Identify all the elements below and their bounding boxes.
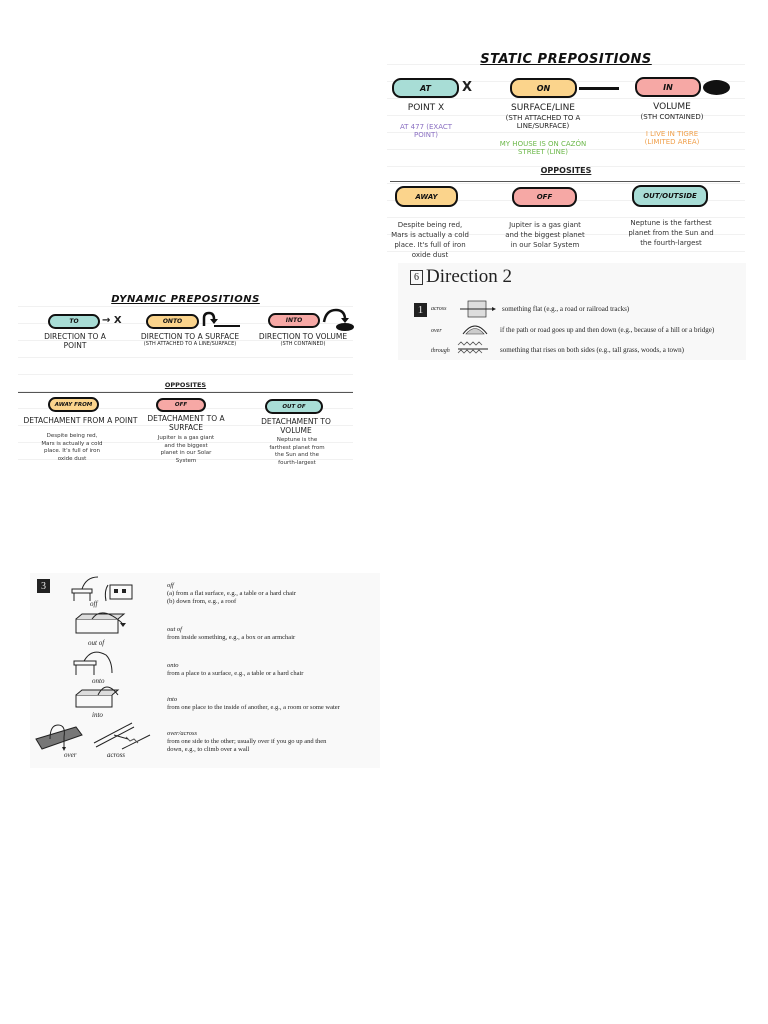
entry-onto: onto from a place to a surface, e.g., a … <box>167 662 303 678</box>
section3-panel: 3 off out of onto into over across off (… <box>30 573 380 768</box>
word-over: over <box>431 328 442 334</box>
pill-away: AWAY <box>395 186 458 207</box>
pill-into: INTO <box>268 313 320 328</box>
x-symbol: X <box>462 80 473 95</box>
pill-off-dynamic: OFF <box>156 398 206 412</box>
through-icon <box>457 341 488 354</box>
divider <box>18 392 353 393</box>
desc-over: if the path or road goes up and then dow… <box>500 326 715 334</box>
entry-onto-line: from a place to a surface, e.g., a table… <box>167 670 304 677</box>
entry-over-across-heading: over/across <box>167 730 198 737</box>
label-direction-surface: DIRECTION TO A SURFACE <box>140 332 240 341</box>
pill-at: AT <box>392 78 459 98</box>
off-illustration <box>71 576 133 602</box>
arrow-x-symbol: → X <box>102 315 122 326</box>
over-illustration <box>35 724 83 751</box>
pill-onto: ONTO <box>146 314 199 329</box>
across-illustration <box>93 722 151 750</box>
away-from-example: Despite being red, Mars is actually a co… <box>41 433 103 462</box>
entry-out-of: out of from inside something, e.g., a bo… <box>167 626 295 642</box>
opposites-title: OPPOSITES <box>164 381 207 389</box>
off-example: Jupiter is a gas giant and the biggest p… <box>505 221 585 249</box>
pill-to: TO <box>48 314 100 329</box>
picture-label-across: across <box>107 751 126 759</box>
opposites-title: OPPOSITES <box>540 166 592 175</box>
into-illustration <box>75 686 120 708</box>
entry-into-heading: into <box>167 696 178 703</box>
entry-into-line: from one place to the inside of another,… <box>167 704 340 711</box>
entry-onto-heading: onto <box>167 662 179 669</box>
entry-off-line-b: (b) down from, e.g., a roof <box>167 598 237 605</box>
example-on: MY HOUSE IS ON CAZÓN STREET (LINE) <box>499 140 587 156</box>
line-symbol <box>579 87 619 90</box>
section3-number: 3 <box>37 579 50 593</box>
sub-direction-volume: (STH CONTAINED) <box>280 341 326 347</box>
picture-label-onto: onto <box>92 677 105 685</box>
label-surface-line: SURFACE/LINE <box>511 103 575 113</box>
picture-label-into: into <box>92 711 103 719</box>
desc-across: something flat (e.g., a road or railroad… <box>502 305 630 313</box>
dynamic-prepositions-title: DYNAMIC PREPOSITIONS <box>111 294 260 305</box>
picture-label-off: off <box>90 600 98 608</box>
label-direction-point: DIRECTION TO A POINT <box>44 332 106 350</box>
entry-into: into from one place to the inside of ano… <box>167 696 340 712</box>
pill-off: OFF <box>512 187 577 207</box>
across-icon <box>460 300 496 318</box>
onto-icon <box>202 311 240 327</box>
volume-symbol <box>703 80 730 95</box>
static-prepositions-panel: STATIC PREPOSITIONS AT X POINT X AT 477 … <box>387 48 745 259</box>
desc-through: something that rises on both sides (e.g.… <box>500 346 684 354</box>
label-point-x: POINT X <box>407 103 445 113</box>
entry-out-of-heading: out of <box>167 626 182 633</box>
out-of-example: Neptune is the farthest planet from the … <box>269 437 325 466</box>
away-example: Despite being red, Mars is actually a co… <box>391 221 469 259</box>
example-at: AT 477 (EXACT POINT) <box>399 123 453 139</box>
entry-off: off (a) from a flat surface, e.g., a tab… <box>167 582 296 606</box>
section-number-box: 6 <box>410 270 423 285</box>
entry-out-of-line: from inside something, e.g., a box or an… <box>167 634 296 641</box>
dynamic-prepositions-panel: DYNAMIC PREPOSITIONS TO → X DIRECTION TO… <box>18 290 354 470</box>
word-across: across <box>431 306 447 312</box>
onto-illustration <box>73 651 113 675</box>
pill-in: IN <box>635 77 701 97</box>
entry-off-line-a: (a) from a flat surface, e.g., a table o… <box>167 590 297 597</box>
pill-away-from: AWAY FROM <box>48 397 99 412</box>
off-dynamic-example: Jupiter is a gas giant and the biggest p… <box>157 435 215 464</box>
entry-off-heading: off <box>167 582 174 589</box>
entry-over-across-line-2: down, e.g., to climb over a wall <box>167 746 250 753</box>
label-detachament-volume: DETACHAMENT TO VOLUME <box>261 417 331 435</box>
label-detachament-surface: DETACHAMENT TO A SURFACE <box>147 414 225 432</box>
pill-out-of: OUT OF <box>265 399 323 414</box>
sub-volume: (STH CONTAINED) <box>640 113 704 121</box>
sub-direction-surface: (STH ATTACHED TO A LINE/SURFACE) <box>143 341 237 347</box>
direction2-title: Direction 2 <box>426 266 513 287</box>
pill-out-outside: OUT/OUTSIDE <box>632 185 708 207</box>
picture-label-over: over <box>64 751 77 759</box>
item-number-box: 1 <box>414 303 427 317</box>
divider <box>390 181 740 182</box>
example-in: I LIVE IN TIGRE (LIMITED AREA) <box>644 130 700 146</box>
sub-surface-line: (STH ATTACHED TO A LINE/SURFACE) <box>505 114 581 130</box>
out-of-illustration <box>75 612 126 634</box>
label-direction-volume: DIRECTION TO VOLUME <box>258 332 348 341</box>
entry-over-across-line-1: from one side to the other; usually over… <box>167 738 327 745</box>
label-volume: VOLUME <box>653 102 691 112</box>
static-prepositions-title: STATIC PREPOSITIONS <box>480 52 652 67</box>
out-outside-example: Neptune is the farthest planet from the … <box>628 219 714 247</box>
direction2-panel: 6 Direction 2 1 across something flat (e… <box>398 263 746 360</box>
over-icon <box>462 325 488 335</box>
word-through: through <box>431 348 450 354</box>
into-icon <box>322 308 354 331</box>
pill-on: ON <box>510 78 577 98</box>
label-detachament-point: DETACHAMENT FROM A POINT <box>23 416 138 425</box>
entry-over-across: over/across from one side to the other; … <box>167 730 326 754</box>
picture-label-out-of: out of <box>88 639 105 647</box>
